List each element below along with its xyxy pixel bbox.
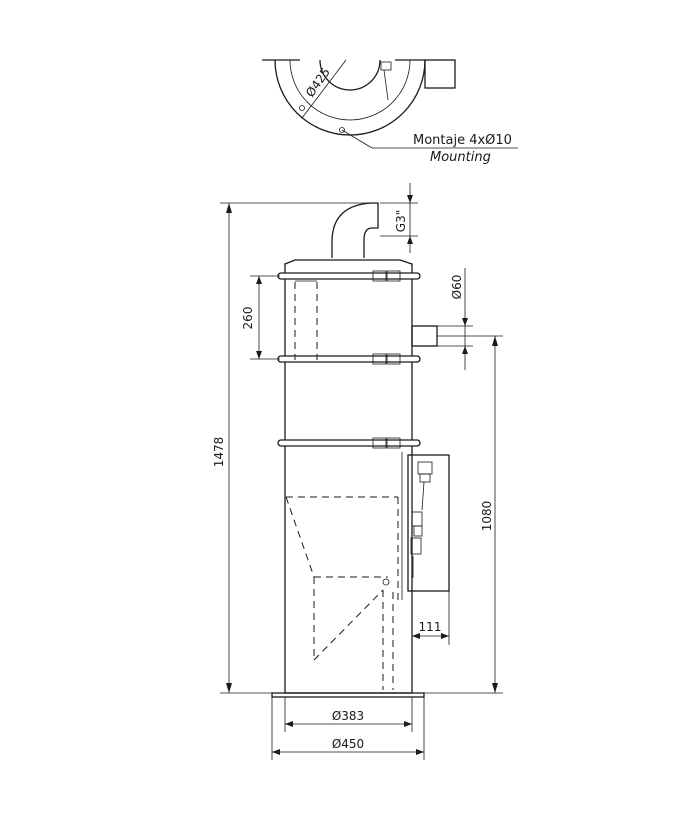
outlet-diameter-label: Ø60 — [450, 275, 464, 300]
mounting-note: Montaje 4xØ10 — [413, 133, 512, 148]
cyclone-body — [271, 202, 438, 698]
band-spacing-label: 260 — [241, 307, 255, 330]
base-diameter-label: Ø450 — [332, 737, 364, 751]
outlet-height-label: 1080 — [480, 501, 494, 532]
inner-diameter-label: Ø383 — [332, 709, 364, 723]
inlet-thread-label: G3" — [394, 210, 408, 232]
clamp-band-middle — [277, 355, 421, 363]
dimension-arrows — [226, 195, 498, 755]
overall-height-label: 1478 — [212, 437, 226, 468]
top-view — [262, 59, 518, 149]
clamp-band-top — [277, 272, 421, 280]
box-depth-label: 111 — [419, 620, 442, 634]
clamp-band-lower — [277, 439, 421, 447]
control-box — [401, 452, 450, 600]
dimension-lines — [220, 183, 503, 760]
mounting-note-en: Mounting — [430, 150, 491, 165]
